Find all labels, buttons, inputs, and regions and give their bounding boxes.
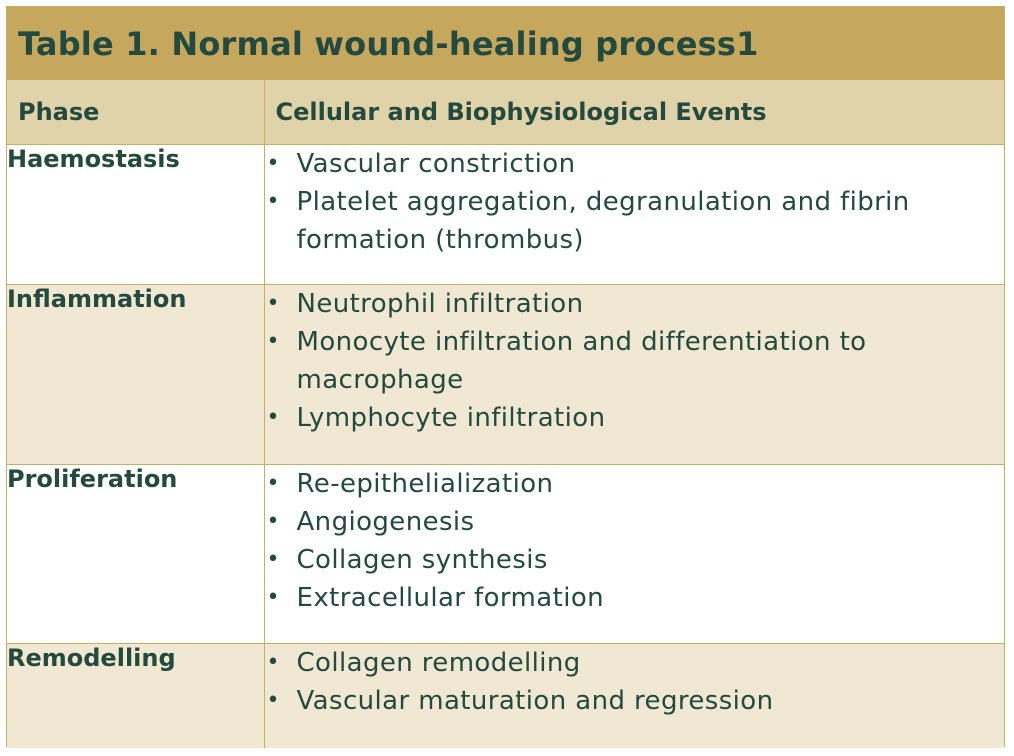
bullet-icon: • (266, 470, 280, 496)
events-list: • Neutrophil infiltration • Monocyte infil… (265, 285, 1005, 437)
events-list: • Vascular constriction • Platelet aggrega… (265, 145, 1005, 259)
table-frame: Table 1. Normal wound-healing process1 P… (6, 6, 1005, 748)
list-item: • Re-epithelialization (265, 465, 1005, 503)
list-item: • Neutrophil infiltration (265, 285, 1005, 323)
bullet-icon: • (266, 404, 280, 430)
events-cell: • Neutrophil infiltration • Monocyte infil… (263, 283, 1005, 465)
list-item: • Vascular maturation and regression (265, 682, 1005, 720)
events-cell: • Collagen remodelling • Vascular maturati… (263, 642, 1005, 748)
list-item: • Collagen synthesis (265, 541, 1005, 579)
event-text: Vascular maturation and regression (296, 685, 774, 716)
list-item: • Platelet aggregation, degranulation and… (265, 183, 1005, 259)
event-text: Collagen remodelling (296, 647, 581, 678)
event-text: Monocyte infiltration and differentiatio… (296, 326, 867, 395)
bullet-icon: • (266, 508, 280, 534)
list-item: • Extracellular formation (265, 579, 1005, 617)
event-text: Extracellular formation (296, 582, 605, 613)
events-list: • Re-epithelialization • Angiogenesis • Col… (265, 465, 1005, 617)
events-cell: • Vascular constriction • Platelet aggrega… (263, 143, 1005, 285)
event-text: Vascular constriction (296, 148, 576, 179)
table-title-bar: Table 1. Normal wound-healing process1 (7, 7, 1004, 80)
bullet-icon: • (266, 290, 280, 316)
bullet-icon: • (266, 584, 280, 610)
bullet-icon: • (266, 687, 280, 713)
list-item: • Monocyte infiltration and differentiati… (265, 323, 1005, 399)
event-text: Angiogenesis (296, 506, 475, 537)
events-cell: • Re-epithelialization • Angiogenesis • Col… (263, 463, 1005, 644)
event-text: Platelet aggregation, degranulation and … (296, 186, 910, 255)
event-text: Neutrophil infiltration (296, 288, 584, 319)
bullet-icon: • (266, 150, 280, 176)
table-header-row: Phase Cellular and Biophysiological Even… (7, 80, 1004, 145)
bullet-icon: • (266, 546, 280, 572)
list-item: • Collagen remodelling (265, 644, 1005, 682)
events-list: • Collagen remodelling • Vascular maturati… (265, 644, 1005, 720)
table-row: Remodelling • Collagen remodelling • Vascu… (7, 642, 1005, 748)
header-events: Cellular and Biophysiological Events (263, 80, 1004, 145)
list-item: • Angiogenesis (265, 503, 1005, 541)
phase-cell: Remodelling (7, 642, 265, 748)
table-row: Proliferation • Re-epithelialization • Ang… (7, 463, 1005, 644)
event-text: Re-epithelialization (296, 468, 554, 499)
bullet-icon: • (266, 649, 280, 675)
table-row: Haemostasis • Vascular constriction • Plat… (7, 143, 1005, 285)
phase-cell: Haemostasis (7, 143, 265, 285)
bullet-icon: • (266, 328, 280, 354)
header-phase: Phase (7, 80, 265, 145)
list-item: • Lymphocyte infiltration (265, 399, 1005, 437)
event-text: Lymphocyte infiltration (296, 402, 606, 433)
table-title: Table 1. Normal wound-healing process1 (18, 24, 759, 63)
wound-healing-table: Phase Cellular and Biophysiological Even… (7, 80, 1004, 748)
phase-cell: Inflammation (7, 283, 265, 465)
event-text: Collagen synthesis (296, 544, 548, 575)
table-row: Inflammation • Neutrophil infiltration • M… (7, 283, 1005, 465)
phase-cell: Proliferation (7, 463, 265, 644)
bullet-icon: • (266, 188, 280, 214)
list-item: • Vascular constriction (265, 145, 1005, 183)
